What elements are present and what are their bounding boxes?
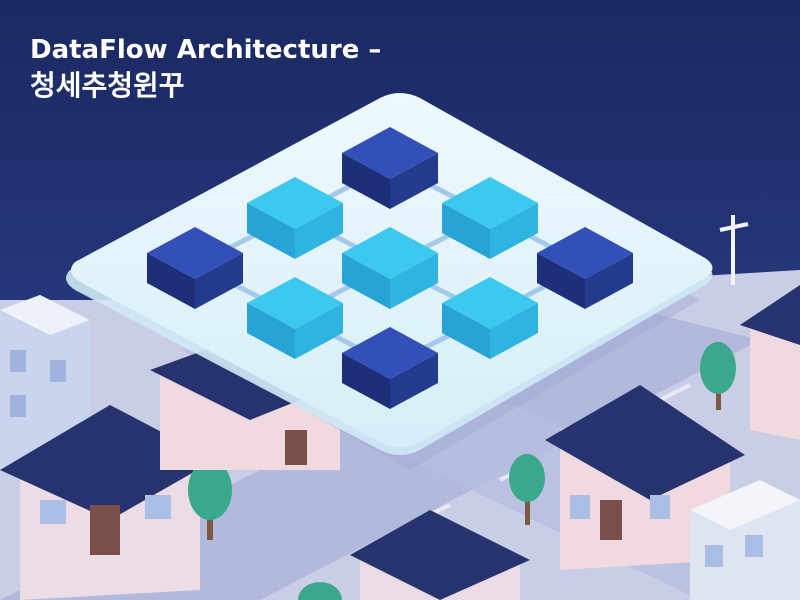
node-grid [147,127,633,409]
tree-icon [298,582,342,600]
title-line-1: DataFlow Architecture – [30,35,381,65]
tree-icon [700,342,736,410]
tree-icon [509,454,545,525]
node-cube-icon [342,327,438,409]
node-cube-icon [342,227,438,309]
node-cube-icon [247,277,343,359]
node-cube-icon [442,177,538,259]
building-left [0,295,90,470]
node-cube-icon [247,177,343,259]
tree-icon [188,460,232,540]
utility-pole-icon [719,215,749,285]
node-cube-icon [342,127,438,209]
node-cube-icon [537,227,633,309]
title-line-2: 청세추청윈꾸 [30,69,185,102]
house-icon [740,285,800,440]
building-right [690,480,800,600]
node-cube-icon [147,227,243,309]
house-icon [350,510,530,600]
house-icon [545,385,745,570]
node-cube-icon [442,277,538,359]
